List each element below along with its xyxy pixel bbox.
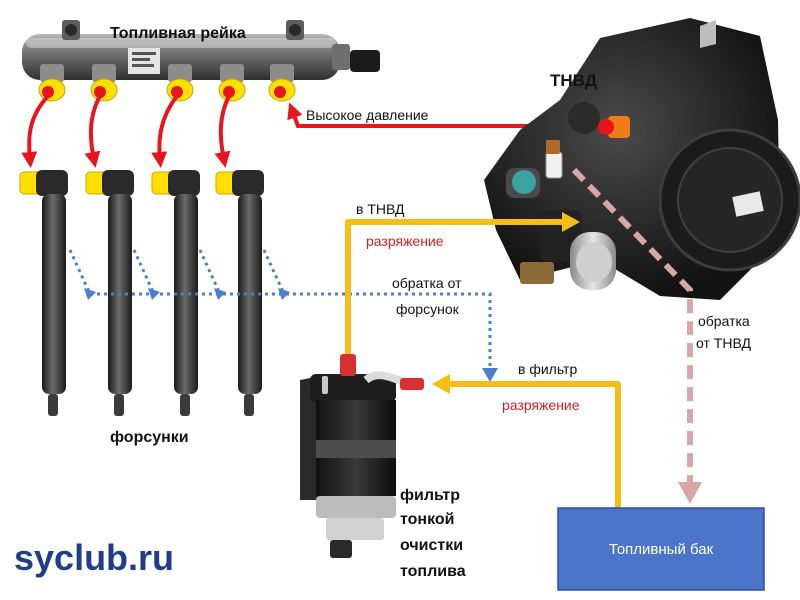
to-pump-label: в ТНВД bbox=[356, 201, 405, 217]
fuel-tank bbox=[557, 507, 765, 591]
return-pump-label-2: от ТНВД bbox=[696, 335, 751, 351]
watermark: syclub.ru bbox=[14, 537, 174, 578]
pump-return-line bbox=[571, 167, 693, 486]
high-pressure-pump bbox=[484, 18, 800, 300]
suction-lines bbox=[345, 219, 621, 510]
filter-label-4: топлива bbox=[400, 563, 466, 580]
rail-outlet-fittings bbox=[40, 64, 294, 82]
fuel-filter bbox=[300, 354, 424, 558]
to-filter-label: в фильтр bbox=[518, 361, 577, 377]
rail-label: Топливная рейка bbox=[110, 25, 246, 42]
return-injectors-label-2: форсунок bbox=[396, 301, 460, 317]
fuel-rail bbox=[22, 20, 380, 102]
suction-arrowhead-pump bbox=[562, 212, 580, 232]
injectors-label: форсунки bbox=[110, 429, 189, 446]
injector-4 bbox=[215, 170, 264, 416]
tank-label: Топливный бак bbox=[609, 541, 714, 558]
pump-return-arrowhead bbox=[678, 482, 702, 504]
rail-yellow-caps bbox=[38, 78, 296, 102]
injectors-group bbox=[19, 170, 264, 416]
return-pump-label-1: обратка bbox=[698, 313, 750, 329]
rail-red-dots bbox=[42, 86, 286, 98]
pump-label: ТНВД bbox=[550, 71, 597, 90]
filter-label-3: очистки bbox=[400, 537, 463, 554]
high-pressure-label: Высокое давление bbox=[306, 107, 429, 123]
vacuum-bottom-label: разряжение bbox=[502, 397, 580, 413]
labels: Топливная рейка ТНВД Высокое давление в … bbox=[14, 25, 751, 580]
suction-arrowhead-filter bbox=[432, 374, 450, 394]
high-pressure-lines bbox=[21, 94, 606, 168]
filter-label-2: тонкой bbox=[400, 511, 454, 528]
injector-return-arrowheads bbox=[84, 288, 498, 382]
filter-label-1: фильтр bbox=[400, 487, 460, 504]
injector-3 bbox=[151, 170, 200, 416]
return-injectors-label-1: обратка от bbox=[392, 275, 462, 291]
vacuum-top-label: разряжение bbox=[366, 233, 444, 249]
injector-1 bbox=[19, 170, 68, 416]
